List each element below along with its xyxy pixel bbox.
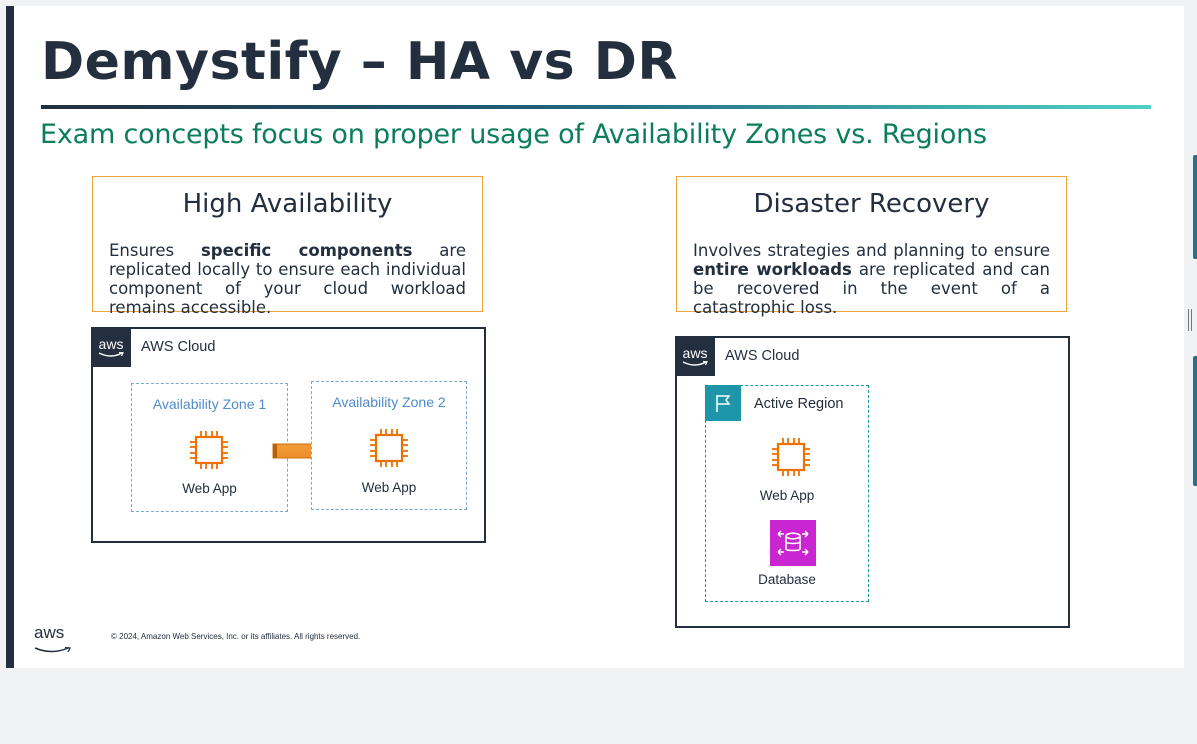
aws-smile-icon (34, 646, 72, 653)
aws-cloud-icon: aws (91, 327, 131, 367)
aws-badge-text: aws (682, 344, 708, 361)
database-label: Database (758, 572, 816, 587)
ec2-instance-icon (370, 429, 408, 467)
slide: Demystify – HA vs DR Exam concepts focus… (6, 6, 1184, 668)
resize-grip-icon[interactable] (1188, 309, 1192, 331)
aws-logo: aws (34, 624, 72, 659)
slide-left-bar (6, 6, 14, 668)
web-app-label: Web App (361, 480, 417, 495)
ha-desc-text-end: are replicated locally to ensure each in… (109, 241, 466, 317)
aws-cloud-label: AWS Cloud (725, 348, 800, 364)
side-panel-handle[interactable] (1193, 356, 1197, 486)
aws-logo-text: aws (34, 623, 65, 642)
dr-description: Involves strategies and planning to ensu… (693, 241, 1050, 317)
title-divider (41, 105, 1151, 109)
region-flag-icon (705, 385, 741, 421)
availability-zone-2: Availability Zone 2 Web App (311, 381, 467, 510)
aws-cloud-icon: aws (675, 336, 715, 376)
aws-smile-icon (682, 360, 708, 366)
ec2-instance-icon (190, 431, 228, 469)
copyright-notice: © 2024, Amazon Web Services, Inc. or its… (111, 632, 361, 641)
aws-badge-text: aws (98, 335, 124, 352)
slide-title: Demystify – HA vs DR (41, 32, 678, 92)
aws-cloud-label: AWS Cloud (141, 339, 216, 355)
web-app-label: Web App (182, 481, 237, 496)
dr-desc-emphasis: entire workloads (693, 260, 852, 279)
ha-concept-box: High Availability Ensures specific compo… (92, 176, 483, 317)
availability-zone-1: Availability Zone 1 Web App (131, 383, 288, 512)
ha-desc-emphasis: specific components (200, 241, 413, 260)
dr-desc-text-end: are replicated and can be recovered in t… (693, 260, 1051, 317)
web-app-label: Web App (759, 488, 815, 503)
dr-desc-text: Involves strategies and planning to ensu… (693, 241, 1050, 260)
active-region: Active Region Web App (705, 385, 869, 602)
side-panel-handle[interactable] (1193, 155, 1197, 259)
slide-subtitle: Exam concepts focus on proper usage of A… (40, 119, 987, 150)
aws-smile-icon (98, 351, 124, 357)
az-label: Availability Zone 1 (152, 396, 267, 412)
az-label: Availability Zone 2 (332, 394, 446, 410)
ec2-instance-icon (772, 438, 810, 476)
dr-heading: Disaster Recovery (753, 189, 990, 219)
ha-aws-cloud-diagram: aws AWS Cloud Availability Zone 1 Web Ap… (91, 327, 486, 543)
region-label: Active Region (754, 396, 844, 412)
ha-description: Ensures specific components are replicat… (109, 241, 466, 317)
rds-database-icon (770, 520, 816, 566)
dr-concept-box: Disaster Recovery Involves strategies an… (676, 176, 1067, 317)
ha-desc-text: Ensures (109, 241, 201, 260)
dr-aws-cloud-diagram: aws AWS Cloud Active Region Web App (675, 336, 1070, 628)
ha-heading: High Availability (182, 189, 393, 219)
